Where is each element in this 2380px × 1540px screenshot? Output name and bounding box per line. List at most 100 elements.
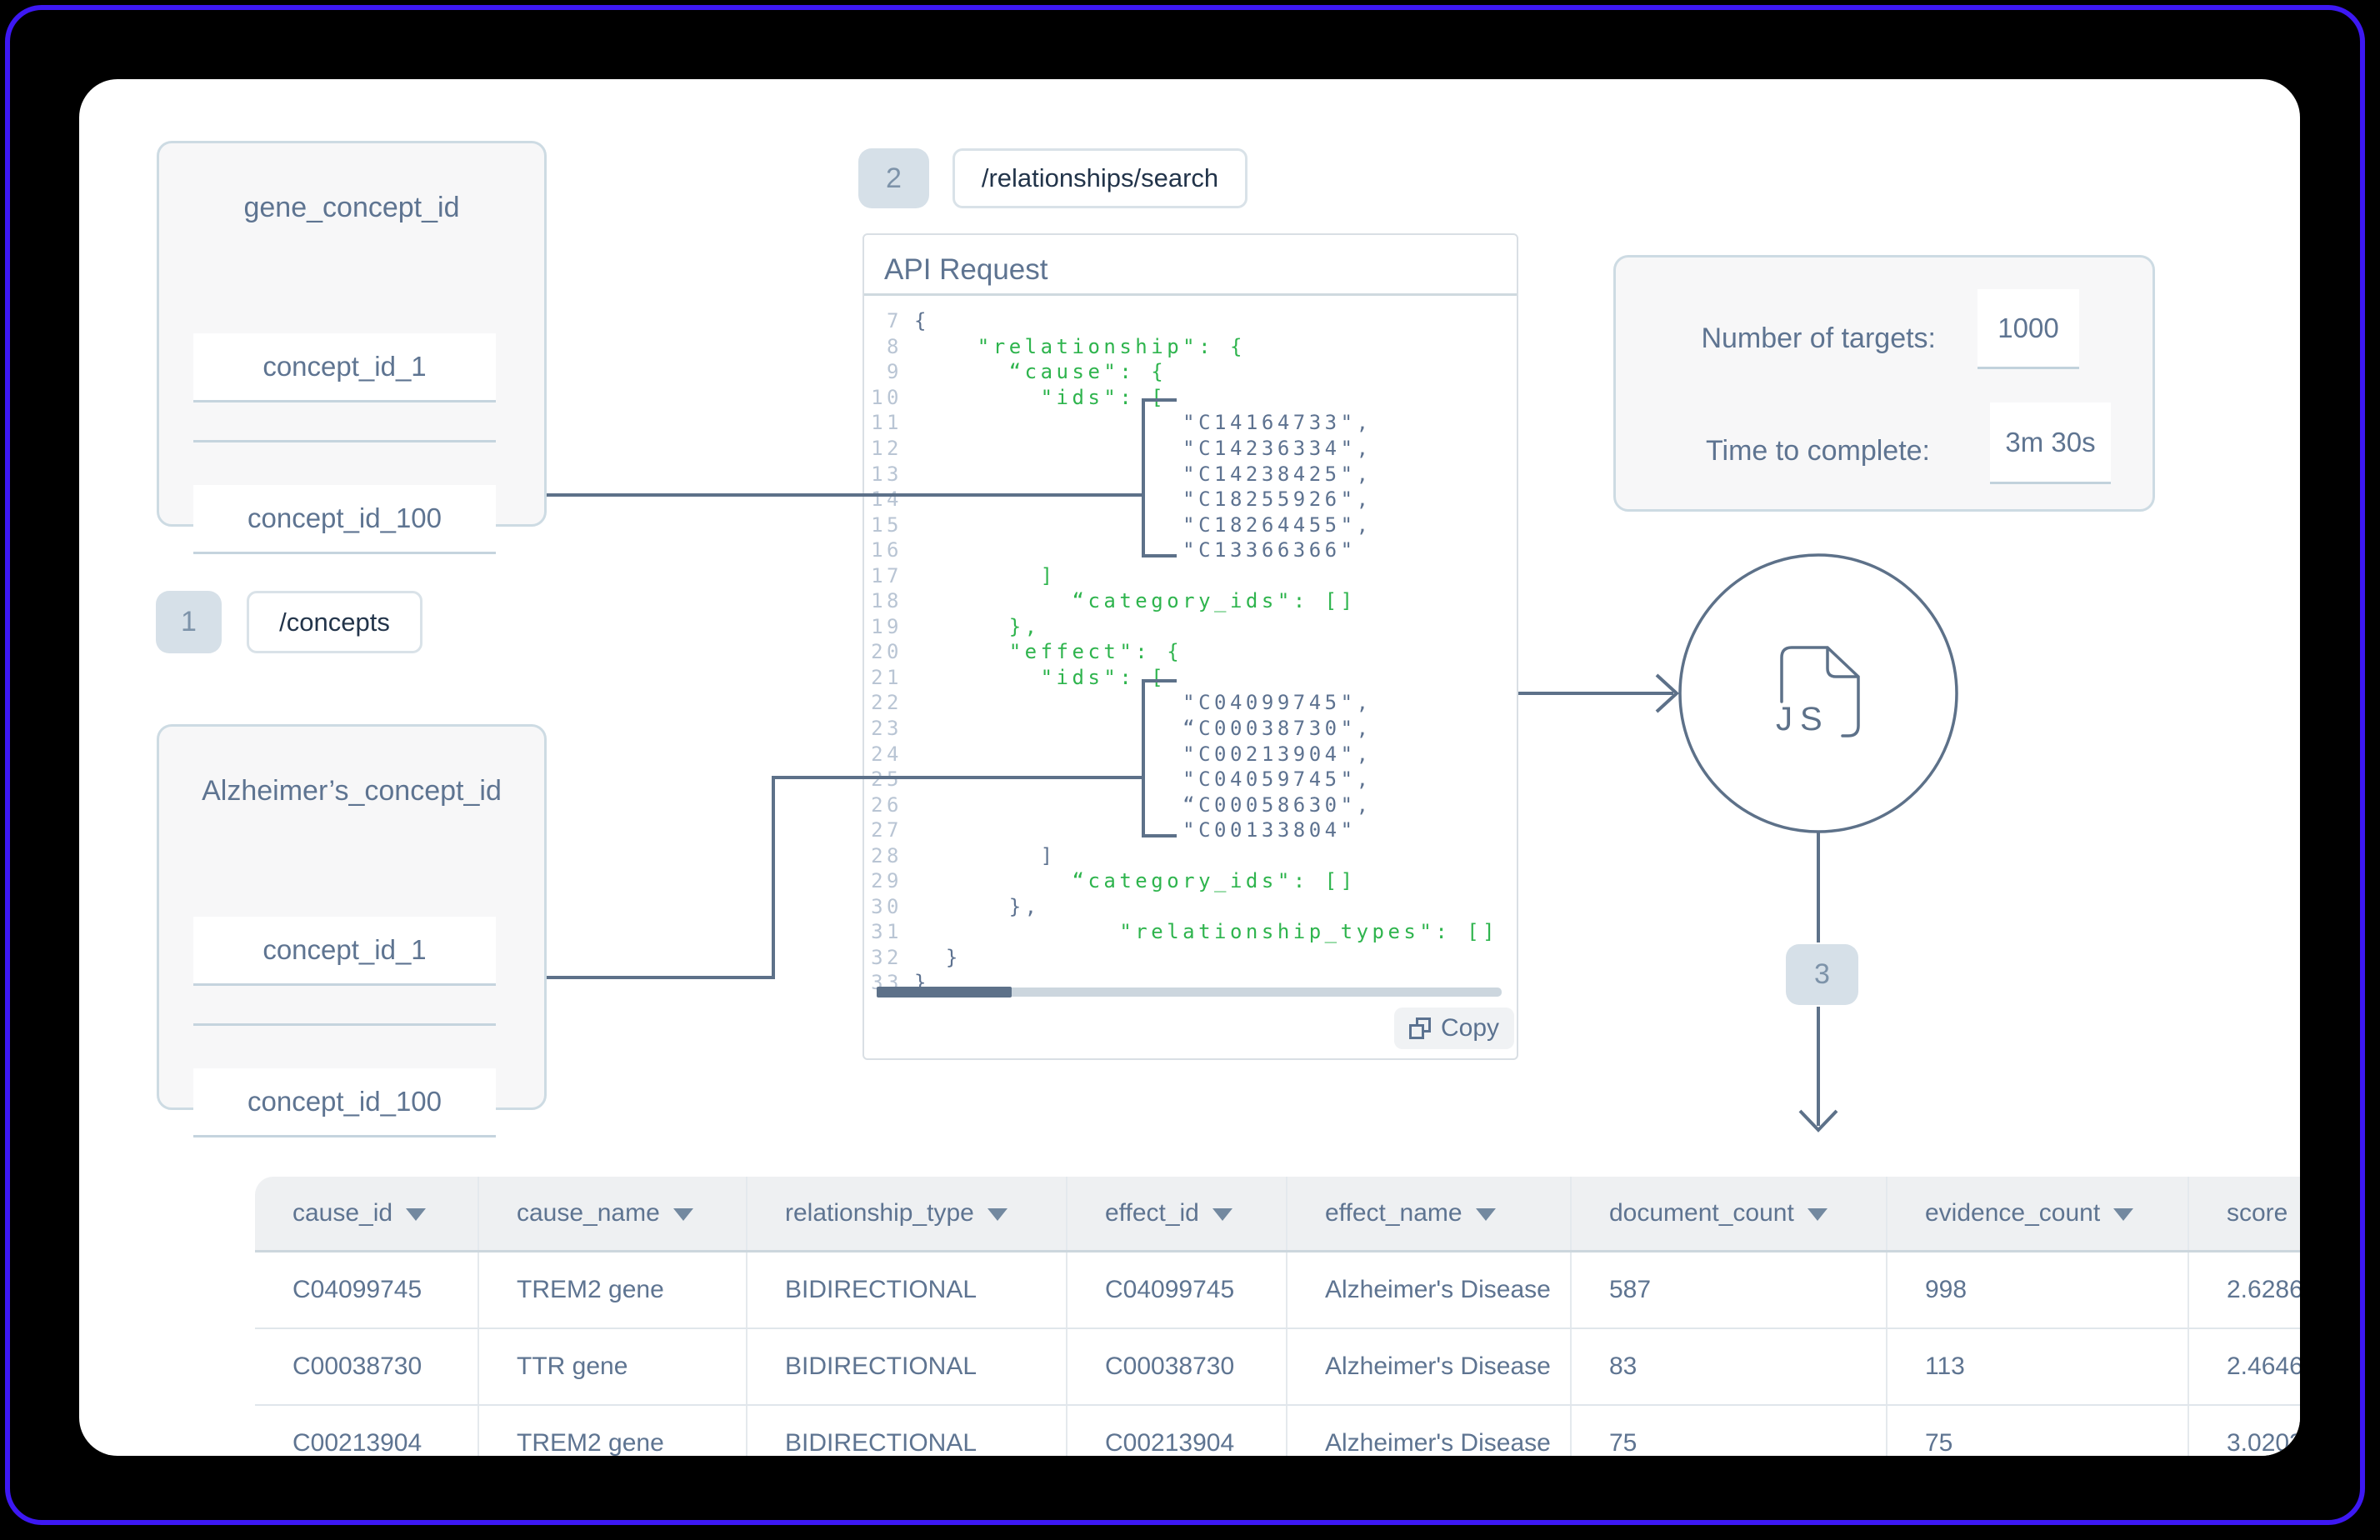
table-cell: C04099745	[1067, 1251, 1288, 1329]
sort-arrow-icon[interactable]	[987, 1208, 1008, 1221]
alzheimers-concept-field-1: concept_id_1	[193, 917, 496, 986]
line-number: 26	[871, 792, 902, 817]
code-text: }	[914, 945, 962, 969]
code-line: 16 "C13366366"	[864, 538, 1517, 563]
code-line: 27 "C00133804"	[864, 818, 1517, 843]
line-number: 14	[871, 488, 902, 512]
copy-button[interactable]: Copy	[1394, 1008, 1514, 1049]
step-1-badge: 1	[156, 591, 222, 653]
line-number: 23	[871, 717, 902, 741]
column-header-relationship_type[interactable]: relationship_type	[747, 1177, 1068, 1252]
code-line: 24 "C00213904",	[864, 741, 1517, 767]
line-number: 27	[871, 818, 902, 842]
copy-button-label: Copy	[1440, 1014, 1500, 1042]
column-header-label: evidence_count	[1925, 1199, 2101, 1227]
line-number: 24	[871, 742, 902, 766]
targets-label: Number of targets:	[1701, 322, 1936, 354]
code-line: 23 “C00038730",	[864, 716, 1517, 742]
column-header-label: effect_name	[1325, 1199, 1462, 1227]
table-cell: 3.0203	[2188, 1405, 2300, 1456]
code-text: "C04059745",	[914, 768, 1372, 792]
code-text: “category_ids": []	[914, 869, 1357, 893]
line-number: 8	[887, 334, 902, 358]
endpoint-concepts: /concepts	[247, 591, 422, 653]
sort-arrow-icon[interactable]	[1212, 1208, 1232, 1221]
column-header-cause_id[interactable]: cause_id	[255, 1177, 479, 1252]
column-header-label: document_count	[1609, 1199, 1794, 1227]
line-number: 18	[871, 589, 902, 613]
code-text: "C18264455",	[914, 512, 1372, 537]
code-line: 26 “C00058630",	[864, 792, 1517, 818]
table-cell: C00038730	[255, 1328, 479, 1406]
code-line: 14 "C18255926",	[864, 487, 1517, 512]
code-text: “C00038730",	[914, 717, 1372, 741]
code-line: 12 "C14236334",	[864, 436, 1517, 462]
alzheimers-concept-box: Alzheimer’s_concept_id concept_id_1 conc…	[157, 724, 547, 1138]
code-text: "effect": {	[914, 640, 1183, 664]
code-text: "relationship": {	[914, 334, 1246, 358]
sort-arrow-icon[interactable]	[1807, 1208, 1828, 1221]
line-number: 21	[871, 665, 902, 689]
sort-arrow-icon[interactable]	[2113, 1208, 2134, 1221]
table-cell: 83	[1571, 1328, 1888, 1406]
code-line: 13 "C14238425",	[864, 461, 1517, 487]
code-text: {	[914, 309, 930, 333]
line-number: 16	[871, 538, 902, 562]
code-text: ]	[914, 843, 1057, 868]
column-header-cause_name[interactable]: cause_name	[478, 1177, 748, 1252]
code-line: 30 },	[864, 894, 1517, 920]
table-cell: BIDIRECTIONAL	[747, 1251, 1068, 1329]
output-circle	[1678, 553, 1958, 833]
sort-arrow-icon[interactable]	[672, 1208, 693, 1221]
code-line: 22 "C04099745",	[864, 690, 1517, 716]
table-cell: C00213904	[1067, 1405, 1288, 1456]
code-text: "C14236334",	[914, 437, 1372, 460]
scrollbar-thumb[interactable]	[877, 987, 1012, 998]
line-number: 17	[871, 563, 902, 588]
table-cell: 998	[1887, 1251, 2189, 1329]
column-header-document_count[interactable]: document_count	[1571, 1177, 1888, 1252]
column-header-effect_name[interactable]: effect_name	[1287, 1177, 1572, 1252]
js-file-icon-label: JS	[1776, 701, 1830, 738]
code-line: 7{	[864, 308, 1517, 334]
time-label: Time to complete:	[1706, 435, 1930, 467]
gene-concept-field-100: concept_id_100	[193, 485, 496, 554]
alzheimers-concept-field-100: concept_id_100	[193, 1068, 496, 1138]
line-number: 10	[871, 385, 902, 409]
line-number: 31	[871, 920, 902, 944]
code-text: "C00133804"	[914, 818, 1357, 842]
table-cell: BIDIRECTIONAL	[747, 1328, 1068, 1406]
outer-frame	[5, 5, 2365, 1525]
column-header-effect_id[interactable]: effect_id	[1067, 1177, 1288, 1252]
line-number: 13	[871, 462, 902, 486]
gene-concept-field-1: concept_id_1	[193, 333, 496, 402]
table-cell: TREM2 gene	[478, 1405, 748, 1456]
table-cell: BIDIRECTIONAL	[747, 1405, 1068, 1456]
table-cell: C00038730	[1067, 1328, 1288, 1406]
code-text: "C13366366"	[914, 538, 1357, 562]
code-line: 29 “category_ids": []	[864, 868, 1517, 894]
table-cell: TTR gene	[478, 1328, 748, 1406]
column-header-evidence_count[interactable]: evidence_count	[1887, 1177, 2189, 1252]
table-cell: 75	[1887, 1405, 2189, 1456]
horizontal-scrollbar[interactable]	[877, 987, 1502, 998]
table-cell: 2.46460	[2188, 1328, 2300, 1406]
column-header-label: cause_name	[517, 1199, 660, 1227]
step-2-badge: 2	[858, 148, 929, 208]
api-request-panel: API Request 7{8 "relationship": {9 “caus…	[862, 233, 1518, 1060]
column-header-label: score	[2227, 1199, 2288, 1227]
api-request-title: API Request	[884, 253, 1048, 286]
table-cell: C00213904	[255, 1405, 479, 1456]
column-header-label: cause_id	[292, 1199, 393, 1227]
sort-arrow-icon[interactable]	[1475, 1208, 1496, 1221]
table-cell: Alzheimer's Disease	[1287, 1405, 1572, 1456]
code-text: ]	[914, 563, 1057, 588]
sort-arrow-icon[interactable]	[406, 1208, 427, 1221]
code-text: "ids": [	[914, 385, 1168, 409]
code-text: “category_ids": []	[914, 589, 1357, 613]
code-line: 20 "effect": {	[864, 639, 1517, 665]
line-number: 28	[871, 843, 902, 868]
